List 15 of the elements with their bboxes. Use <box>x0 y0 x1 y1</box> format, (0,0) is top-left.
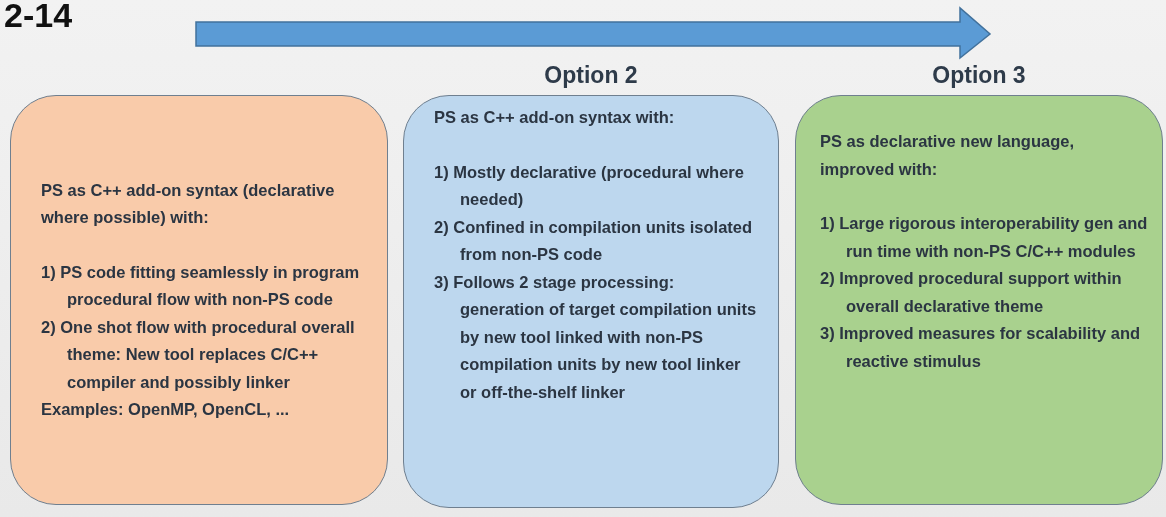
option-heading: Option 3 <box>931 62 1027 90</box>
numbered-item: 2) Confined in compilation units isolated from non-PS code <box>434 216 754 265</box>
slide-number: 2-14 <box>4 0 73 35</box>
numbered-item: 1) Mostly declarative (procedural where needed) <box>434 161 745 210</box>
option-heading: Option 2 <box>543 62 639 90</box>
numbered-item: 2) One shot flow with procedural overall theme: New tool replaces C/C++ compiler and possibly linker <box>41 316 356 393</box>
numbered-item: 3) Follows 2 stage processing: generation of target compilation units by new tool linked with non-PS compilation units by new tool linker or off-the-shelf linker <box>434 271 758 403</box>
card-note: Examples: OpenMP, OpenCL, ... <box>41 399 291 420</box>
card-intro: PS as C++ add-on syntax with: <box>434 107 676 128</box>
numbered-item: 3) Improved measures for scalability and reactive stimulus <box>820 323 1142 372</box>
card-intro: PS as declarative new language, improved with: <box>820 131 1076 180</box>
numbered-item: 1) Large rigorous interoperability gen and run time with non-PS C/C++ modules <box>820 213 1148 262</box>
card-intro: PS as C++ add-on syntax (declarative where possible) with: <box>41 179 336 228</box>
numbered-item: 1) PS code fitting seamlessly in program procedural flow with non-PS code <box>41 261 361 310</box>
numbered-item: 2) Improved procedural support within overall declarative theme <box>820 268 1123 317</box>
